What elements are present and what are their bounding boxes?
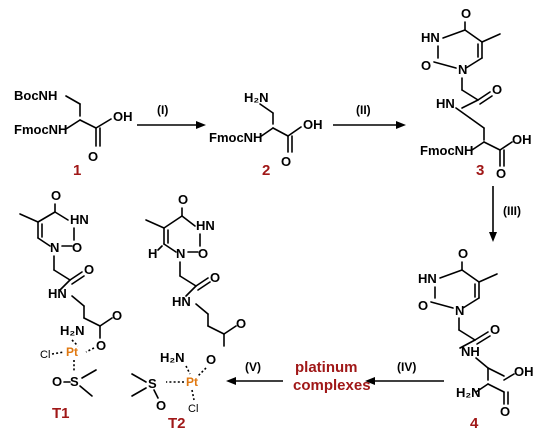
ring-hn-4: HN bbox=[418, 271, 437, 286]
amide-hn: HN bbox=[436, 96, 455, 111]
step-iv-label: (IV) bbox=[397, 360, 416, 374]
t2-amide-nh: HN bbox=[172, 294, 191, 309]
t1-s: S bbox=[70, 374, 79, 389]
t2-ring-o-top: O bbox=[178, 192, 188, 207]
t1-carboxyl-o2: O bbox=[96, 338, 106, 353]
t1-ring-hn: HN bbox=[70, 212, 89, 227]
t1-amide-o: O bbox=[84, 262, 94, 277]
ring-o-left: O bbox=[421, 58, 431, 73]
compound-1-structure: BocNH FmocNH OH O bbox=[14, 88, 133, 164]
platinum-text: platinum bbox=[295, 359, 358, 376]
step-iii-label: (III) bbox=[503, 204, 521, 218]
carbonyl-o-label-3: O bbox=[496, 166, 506, 181]
t2-ring-hn: HN bbox=[196, 218, 215, 233]
carbonyl-o-label-2: O bbox=[281, 154, 291, 169]
t1-h2n: H₂N bbox=[60, 323, 85, 338]
fmoc-nh-label: FmocNH bbox=[14, 122, 67, 137]
t2-number: T2 bbox=[168, 415, 186, 432]
t1-amide-nh: HN bbox=[48, 286, 67, 301]
t2-structure: O HN O N H O HN O O H₂N Pt S bbox=[131, 192, 246, 415]
fmoc-nh-label-2: FmocNH bbox=[209, 130, 262, 145]
compound-3-structure: O HN O N O HN FmocNH OH O bbox=[420, 6, 532, 181]
boc-nh-label: BocNH bbox=[14, 88, 57, 103]
oh-label-3: OH bbox=[512, 132, 532, 147]
ring-o-left-4: O bbox=[418, 298, 428, 313]
compound-3-number: 3 bbox=[476, 162, 484, 179]
arrow-step-1 bbox=[137, 121, 206, 129]
compound-4-number: 4 bbox=[470, 415, 479, 432]
t1-carboxyl-o: O bbox=[112, 308, 122, 323]
arrow-step-5 bbox=[226, 377, 283, 385]
compound-1-number: 1 bbox=[73, 162, 81, 179]
ring-hn: HN bbox=[421, 30, 440, 45]
compound-2-structure: H₂N FmocNH OH O bbox=[209, 90, 323, 169]
oh-label-4: OH bbox=[514, 364, 534, 379]
compound-4-structure: O HN O N O NH H₂N OH O bbox=[418, 246, 534, 419]
h2n-label: H₂N bbox=[244, 90, 269, 105]
complexes-text: complexes bbox=[293, 377, 371, 394]
t2-ring-n: N bbox=[176, 246, 185, 261]
carbonyl-o-label-4: O bbox=[500, 404, 510, 419]
step-v-label: (V) bbox=[245, 360, 261, 374]
t2-ring-h: H bbox=[148, 246, 157, 261]
compound-2-number: 2 bbox=[262, 162, 270, 179]
carbonyl-o-label: O bbox=[88, 149, 98, 164]
amide-o: O bbox=[492, 82, 502, 97]
arrow-step-3 bbox=[489, 186, 497, 242]
amide-nh-4: NH bbox=[461, 344, 480, 359]
step-ii-label: (II) bbox=[356, 103, 371, 117]
arrow-step-2 bbox=[333, 121, 406, 129]
t2-h2n: H₂N bbox=[160, 350, 185, 365]
arrow-step-4 bbox=[365, 377, 444, 385]
ring-o-top-4: O bbox=[458, 246, 468, 261]
t2-amide-o: O bbox=[210, 270, 220, 285]
ring-n: N bbox=[458, 62, 467, 77]
t2-carboxyl-o2: O bbox=[206, 352, 216, 367]
t1-ring-n: N bbox=[50, 240, 59, 255]
t1-number: T1 bbox=[52, 405, 70, 422]
t2-pt: Pt bbox=[186, 375, 198, 389]
oh-label: OH bbox=[113, 109, 133, 124]
t1-ring-o-right: O bbox=[72, 240, 82, 255]
amide-o-4: O bbox=[490, 322, 500, 337]
t2-sulfoxide-o: O bbox=[156, 398, 166, 413]
t1-sulfoxide-o: O bbox=[52, 374, 62, 389]
t1-cl: Cl bbox=[40, 349, 50, 361]
ring-n-4: N bbox=[455, 303, 464, 318]
ring-o-top: O bbox=[461, 6, 471, 21]
t1-ring-o-top: O bbox=[51, 188, 61, 203]
t2-ring-o-right: O bbox=[198, 246, 208, 261]
t2-cl: Cl bbox=[188, 403, 198, 415]
fmoc-nh-label-3: FmocNH bbox=[420, 143, 473, 158]
t2-s: S bbox=[148, 376, 157, 391]
h2n-label-4: H₂N bbox=[456, 385, 481, 400]
t1-pt: Pt bbox=[66, 345, 78, 359]
t1-structure: O HN O N O HN O O H₂N Pt Cl O S bbox=[19, 188, 122, 397]
step-i-label: (I) bbox=[157, 103, 168, 117]
t2-carboxyl-o: O bbox=[236, 316, 246, 331]
oh-label-2: OH bbox=[303, 117, 323, 132]
